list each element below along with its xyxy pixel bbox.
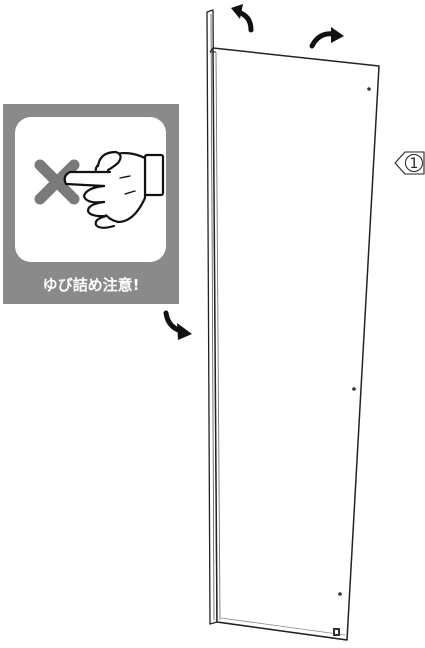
warning-caption: ゆび詰め注意! [43,276,140,294]
callout-number: 1 [410,156,419,172]
curved-arrow-icon [231,4,254,33]
cross-icon [34,159,80,205]
panel-front-face [209,47,380,641]
screw-hole-bottom [338,592,342,596]
curved-arrow-icon [163,310,192,340]
finger-pinch-caution-icon [63,150,165,229]
screw-hole-top [367,87,371,91]
screw-hole-middle [352,387,356,391]
part-callout-1: 1 [394,151,425,175]
warning-sign: ゆび詰め注意! [3,104,179,304]
curved-arrow-icon [309,27,344,49]
